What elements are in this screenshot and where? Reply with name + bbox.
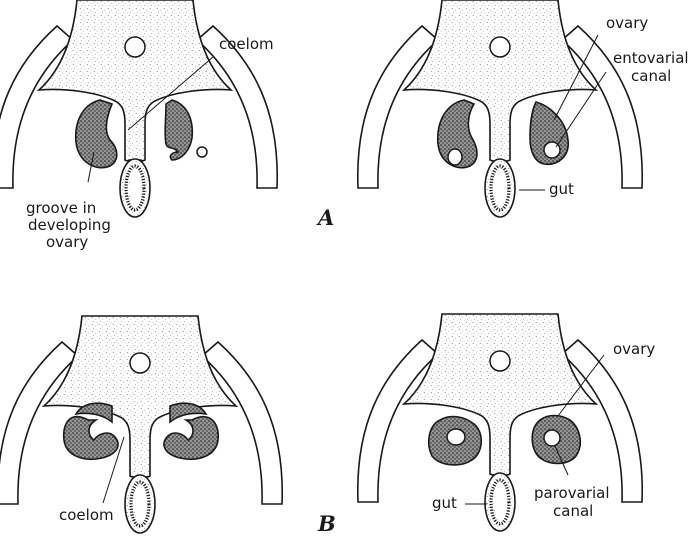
panel-a-right: ovary entovarial canal gut [358,0,689,217]
label-groove-line3: ovary [46,233,88,251]
label-entovarial-line2: canal [631,67,671,85]
plate-label-a: A [316,205,334,230]
label-groove-line2: developing [28,216,111,234]
label-gut-b: gut [432,494,457,512]
label-parovarial-line1: parovarial [534,484,610,502]
plate-label-b: B [317,511,336,536]
label-parovarial-line2: canal [553,502,593,520]
panel-a-left: coelom groove in developing ovary [0,0,277,251]
label-coelom-a: coelom [219,35,274,53]
label-entovarial-line1: entovarial [613,49,689,67]
panel-b-right: ovary gut parovarial canal [358,314,656,531]
label-gut-a: gut [549,180,574,198]
panel-b-left: coelom [0,316,282,533]
label-groove-line1: groove in [26,199,96,217]
label-ovary-a: ovary [606,14,648,32]
label-coelom-b: coelom [59,506,114,524]
label-ovary-b: ovary [613,340,655,358]
